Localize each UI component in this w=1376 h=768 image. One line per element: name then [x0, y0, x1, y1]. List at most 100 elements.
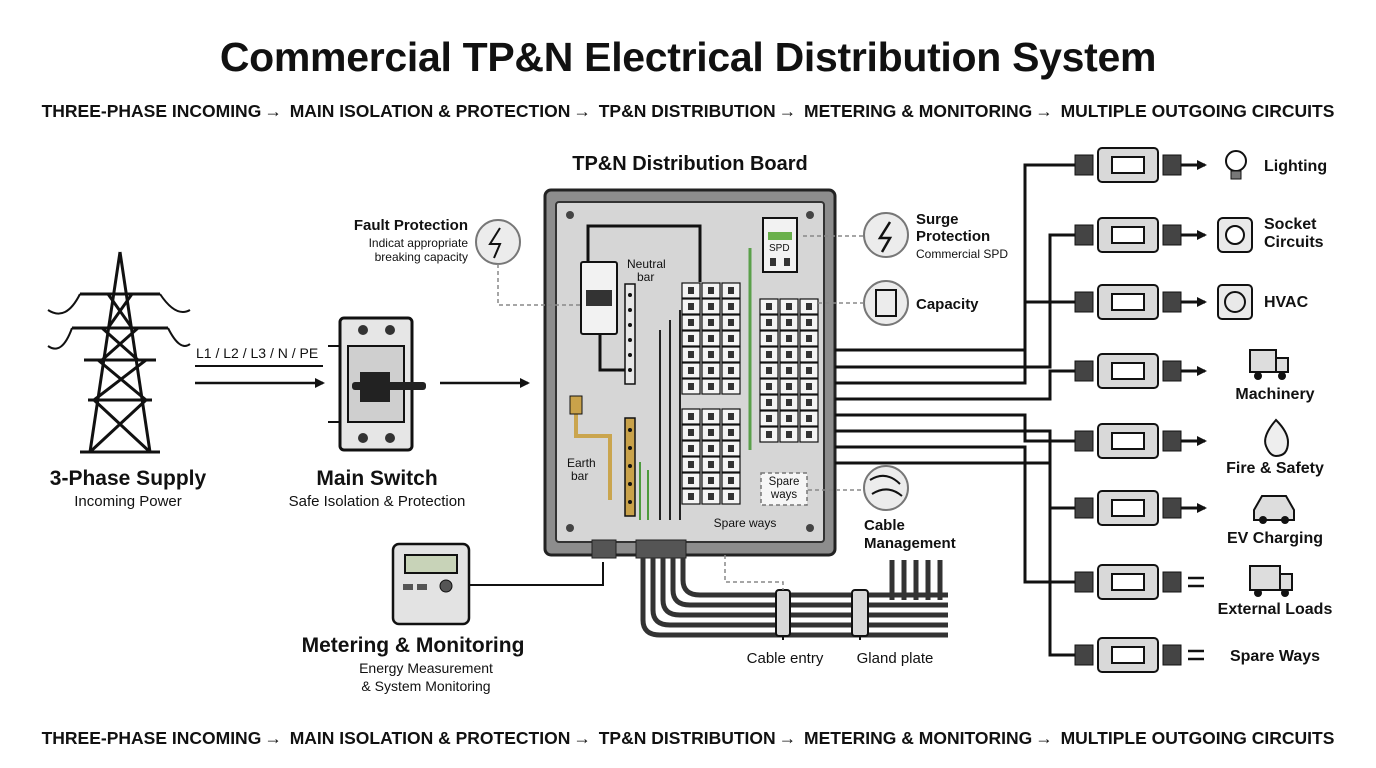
- lightbulb-icon: [1225, 150, 1247, 180]
- mcb-breaker: [721, 298, 741, 315]
- supply-subtitle: Incoming Power: [74, 493, 182, 510]
- main-switch-device: [328, 316, 426, 452]
- mcb-breaker: [799, 330, 819, 347]
- outgoing-feeders: [835, 147, 1295, 673]
- mcb-breaker: [681, 378, 701, 395]
- feeder-cable: [835, 300, 1080, 385]
- conductor-label: L1 / L2 / L3 / N / PE: [196, 345, 319, 361]
- spare-ways-label: Spare ways: [713, 516, 777, 530]
- mcb-breaker: [701, 456, 721, 473]
- mcb-breaker: [779, 330, 799, 347]
- output-label-fire-safety: Fire & Safety: [1226, 460, 1324, 477]
- fault-protection-line1: Indicat appropriate: [368, 236, 468, 250]
- mcb-breaker: [701, 314, 721, 331]
- lorry-icon: [1249, 565, 1293, 597]
- mcb-rows: [681, 282, 819, 505]
- capacity-label: Capacity: [916, 296, 979, 313]
- mcb-breaker: [701, 472, 721, 489]
- mcb-breaker: [779, 378, 799, 395]
- output-label-socket-1: Socket: [1264, 216, 1317, 233]
- flow-step: MULTIPLE OUTGOING CIRCUITS: [1060, 728, 1335, 748]
- surge-protection-title-2: Protection: [916, 228, 991, 245]
- mcb-breaker: [759, 346, 779, 363]
- earth-bar: [569, 395, 636, 517]
- supply-conductors: [195, 365, 325, 388]
- mcb-breaker: [721, 488, 741, 505]
- mcb-breaker: [799, 298, 819, 315]
- mcb-breaker: [779, 410, 799, 427]
- metering-line1: Energy Measurement: [359, 660, 493, 676]
- cable-connector: [1074, 423, 1207, 459]
- output-label-hvac: HVAC: [1264, 294, 1309, 311]
- mcb-breaker: [721, 472, 741, 489]
- mcb-breaker: [721, 346, 741, 363]
- ev-car-icon: [1253, 495, 1295, 524]
- socket-icon: [1217, 217, 1253, 253]
- supply-title: 3-Phase Supply: [49, 467, 207, 490]
- mcb-breaker: [701, 346, 721, 363]
- main-switch-title: Main Switch: [316, 467, 438, 490]
- arrow-icon: →: [573, 101, 591, 121]
- mcb-breaker: [721, 456, 741, 473]
- mcb-breaker: [681, 346, 701, 363]
- mcb-breaker: [681, 424, 701, 441]
- mcb-breaker: [701, 440, 721, 457]
- cable-management-title-2: Management: [864, 535, 956, 552]
- mcb-breaker: [681, 362, 701, 379]
- mcb-breaker: [759, 394, 779, 411]
- cable-connector: [1074, 147, 1207, 183]
- mcb-breaker: [721, 378, 741, 395]
- mcb-breaker: [799, 362, 819, 379]
- mcb-breaker: [721, 314, 741, 331]
- mcb-breaker: [681, 472, 701, 489]
- output-label-spare-ways: Spare Ways: [1229, 648, 1321, 665]
- cable-management-icon: [863, 465, 909, 511]
- mcb-breaker: [799, 426, 819, 443]
- mcb-breaker: [799, 394, 819, 411]
- mcb-breaker: [759, 362, 779, 379]
- output-label-ev-charging: EV Charging: [1226, 530, 1324, 547]
- feeder-cable: [835, 413, 1080, 443]
- mcb-breaker: [779, 426, 799, 443]
- arrow-icon: →: [778, 101, 797, 121]
- output-label-external-loads: External Loads: [1217, 601, 1333, 618]
- mcb-breaker: [759, 410, 779, 427]
- mcb-breaker: [681, 440, 701, 457]
- mcb-breaker: [759, 330, 779, 347]
- feeder-cable: [835, 445, 1080, 584]
- flow-step: THREE-PHASE INCOMING: [41, 728, 262, 748]
- mcb-breaker: [681, 330, 701, 347]
- cable-bundle: [640, 558, 948, 638]
- mcb-breaker: [759, 378, 779, 395]
- pylon-icon: [47, 251, 191, 454]
- fault-protection-icon: [475, 219, 521, 265]
- metering-line2: & System Monitoring: [361, 678, 491, 694]
- mcb-breaker: [759, 314, 779, 331]
- earth-bar-label: Earth: [567, 456, 596, 470]
- mcb-breaker: [721, 330, 741, 347]
- cable-clamp: [775, 589, 869, 637]
- surge-protection-subtitle: Commercial SPD: [916, 247, 1009, 261]
- page-title: Commercial TP&N Electrical Distribution …: [219, 34, 1157, 80]
- mcb-breaker: [779, 362, 799, 379]
- feeder-cable: [835, 369, 1080, 401]
- mcb-breaker: [721, 362, 741, 379]
- flame-icon: [1264, 418, 1290, 458]
- cable-entry-label: Cable entry: [746, 650, 824, 667]
- mcb-breaker: [701, 488, 721, 505]
- spd-label: SPD: [769, 243, 790, 254]
- mcb-breaker: [721, 282, 741, 299]
- mcb-breaker: [779, 394, 799, 411]
- flow-step: MAIN ISOLATION & PROTECTION: [289, 101, 571, 121]
- arrow-icon: →: [778, 728, 797, 748]
- mcb-breaker: [721, 440, 741, 457]
- mcb-breaker: [701, 424, 721, 441]
- arrow-icon: →: [573, 728, 591, 748]
- mcb-breaker: [799, 410, 819, 427]
- metering-title: Metering & Monitoring: [301, 634, 525, 657]
- flow-step: METERING & MONITORING: [804, 728, 1033, 748]
- mcb-breaker: [779, 298, 799, 315]
- mcb-breaker: [721, 424, 741, 441]
- gland-plate-label: Gland plate: [856, 650, 934, 667]
- arrow-icon: →: [1035, 728, 1053, 748]
